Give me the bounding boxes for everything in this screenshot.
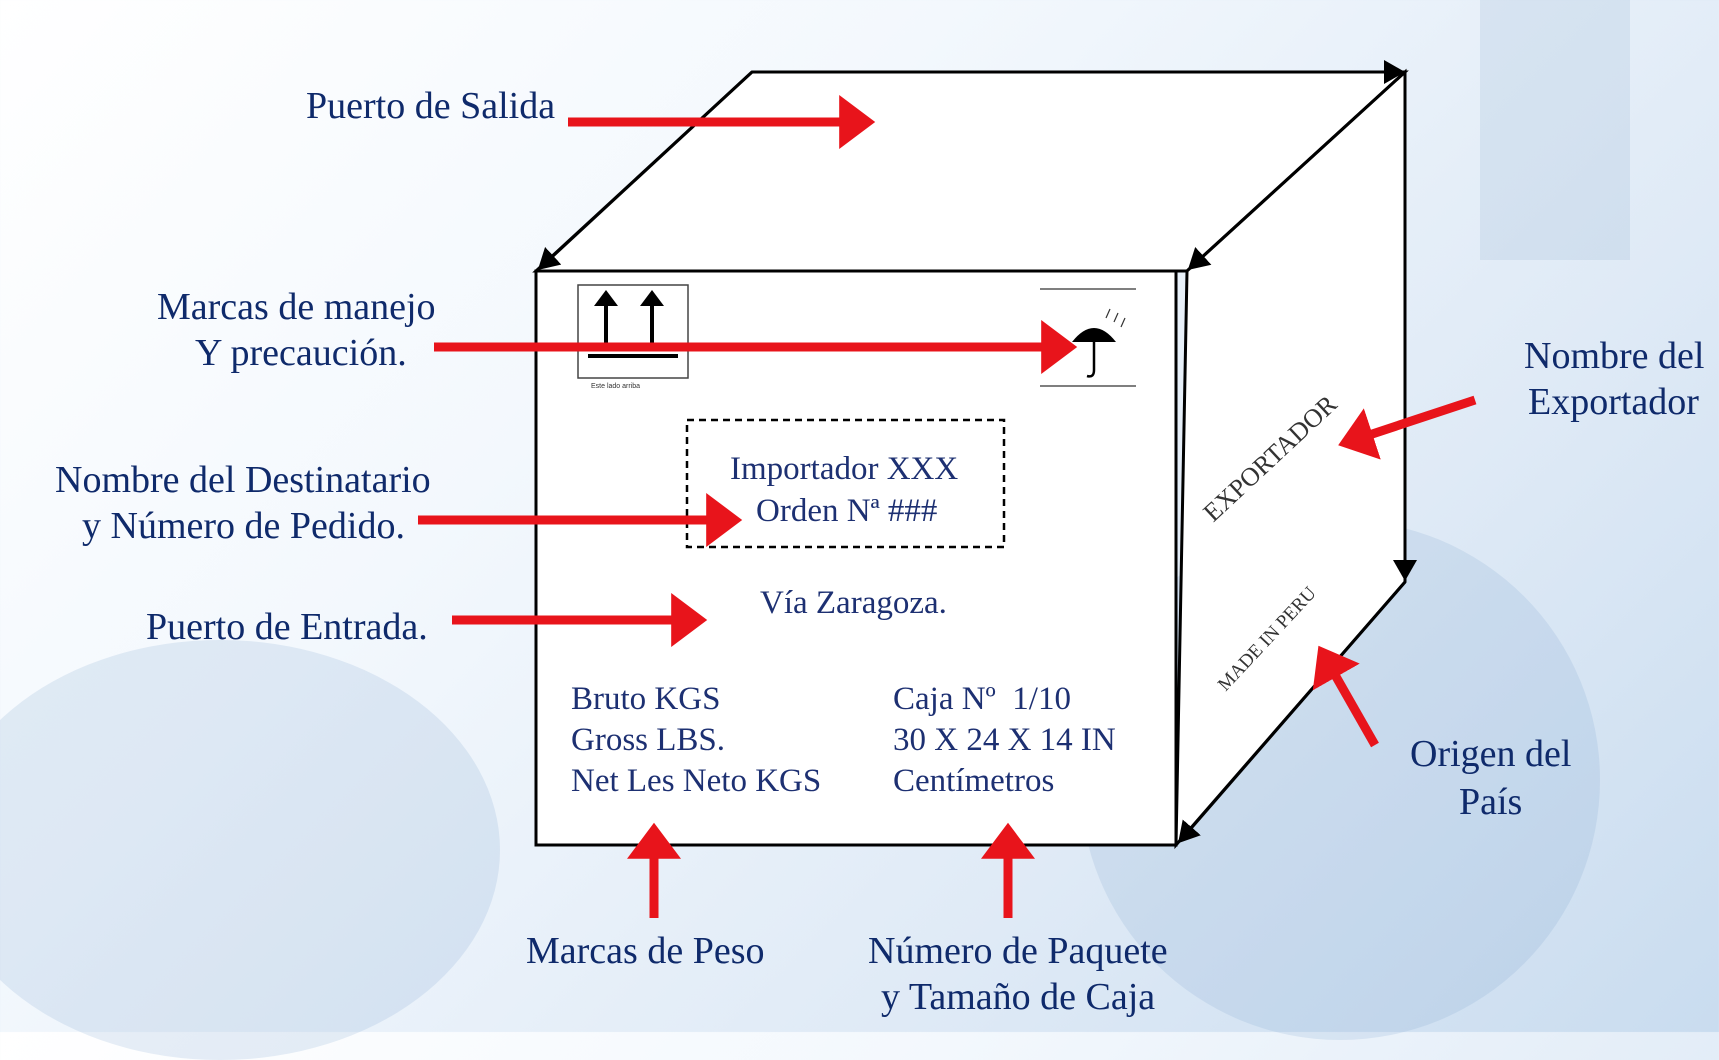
- background-shape: [1480, 0, 1630, 260]
- port-of-entry-value: Vía Zaragoza.: [760, 585, 947, 621]
- this-side-up-caption: Este lado arriba: [591, 383, 641, 390]
- importer-name: Importador XXX: [730, 451, 959, 487]
- package-line: 30 X 24 X 14 IN: [893, 722, 1116, 758]
- label-package-1: Número de Paquete: [868, 930, 1168, 972]
- background-shape: [0, 640, 500, 1060]
- order-number: Orden Nª ###: [756, 493, 938, 529]
- package-line: Caja Nº 1/10: [893, 681, 1071, 717]
- label-exporter-2: Exportador: [1528, 381, 1699, 423]
- label-recipient-1: Nombre del Destinatario: [55, 459, 431, 501]
- arrow-origin: [1312, 645, 1379, 748]
- package-line: Centímetros: [893, 763, 1055, 799]
- label-recipient-2: y Número de Pedido.: [82, 505, 405, 547]
- arrow-exporter: [1338, 395, 1477, 460]
- edge-arrow: [537, 70, 754, 271]
- label-origin-2: País: [1459, 781, 1523, 823]
- label-origin-1: Origen del: [1410, 733, 1572, 775]
- box-diagram: [418, 60, 1477, 918]
- label-port-exit: Puerto de Salida: [306, 85, 556, 127]
- weight-line: Gross LBS.: [571, 722, 726, 758]
- address-box: [685, 418, 1006, 549]
- keep-dry-symbol: [1040, 288, 1136, 387]
- weight-line: Net Les Neto KGS: [571, 763, 822, 799]
- label-handling-1: Marcas de manejo: [157, 286, 436, 328]
- label-handling-2: Y precaución.: [195, 332, 407, 374]
- label-exporter-1: Nombre del: [1524, 335, 1705, 377]
- edge-arrow: [1187, 70, 1407, 271]
- weight-line: Bruto KGS: [571, 681, 721, 717]
- label-port-entry: Puerto de Entrada.: [146, 606, 428, 648]
- this-side-up-symbol: [577, 284, 689, 379]
- edge-arrow: [1178, 581, 1407, 844]
- label-package-2: y Tamaño de Caja: [881, 976, 1156, 1018]
- label-weight: Marcas de Peso: [526, 930, 765, 972]
